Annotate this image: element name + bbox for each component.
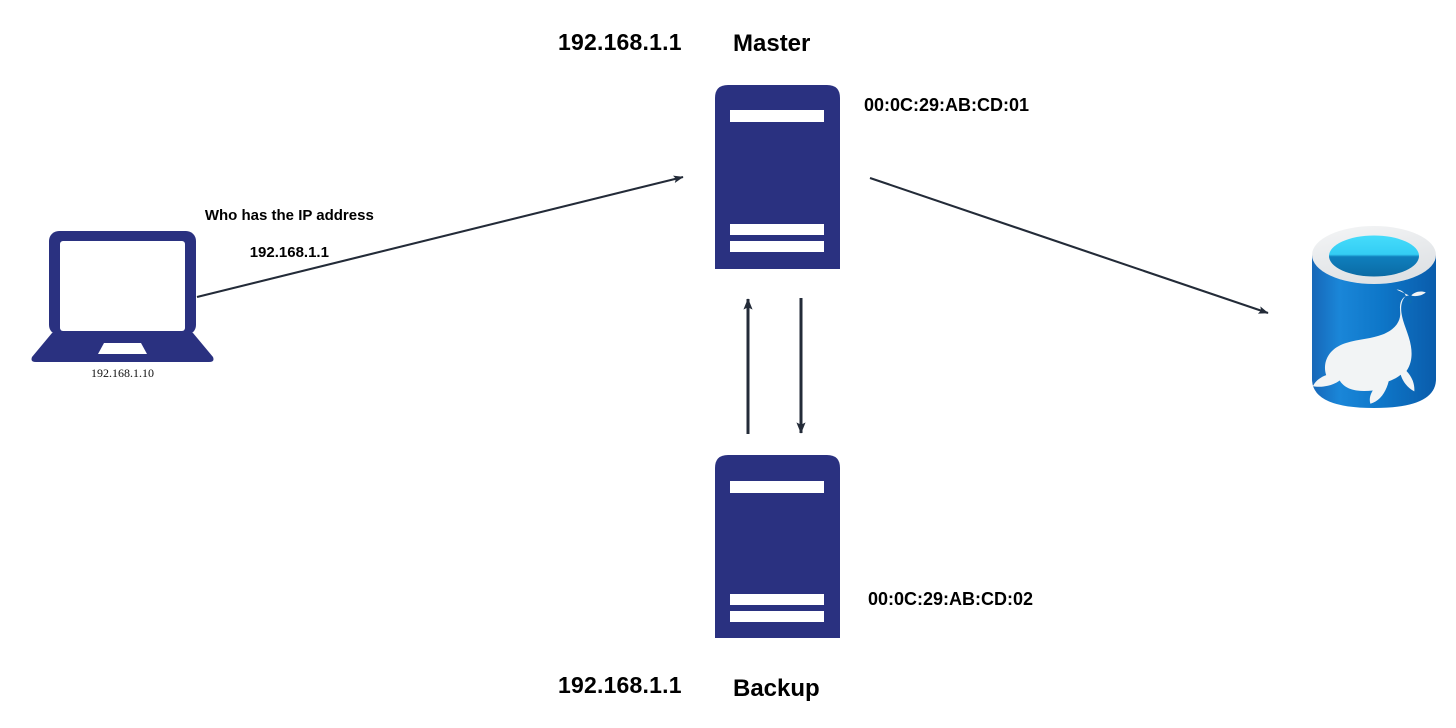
arrow-laptop-to-master: [196, 175, 684, 299]
backup-mac-label: 00:0C:29:AB:CD:02: [868, 589, 1034, 609]
arp-request-line-1: Who has the IP address: [204, 207, 374, 225]
server-icon-master: [715, 85, 840, 269]
master-title-label: Master: [733, 30, 811, 57]
arrow-master-to-database: [869, 177, 1269, 314]
laptop-icon: [31, 231, 214, 362]
laptop-ip-label: 192.168.1.10: [91, 366, 154, 380]
sea-lion-eye: [1407, 299, 1412, 304]
backup-ip-label: 192.168.1.1: [558, 672, 682, 698]
sea-lion-glyph: [1312, 289, 1426, 404]
backup-title-label: Backup: [733, 675, 820, 702]
master-mac-label: 00:0C:29:AB:CD:01: [864, 95, 1030, 115]
server-icon-backup: [715, 455, 840, 638]
arp-request-annotation: Who has the IP address 192.168.1.1: [188, 189, 374, 280]
database-icon-mariadb: [1312, 226, 1436, 408]
master-ip-label: 192.168.1.1: [558, 29, 682, 55]
arp-request-line-2: 192.168.1.1: [249, 243, 329, 261]
